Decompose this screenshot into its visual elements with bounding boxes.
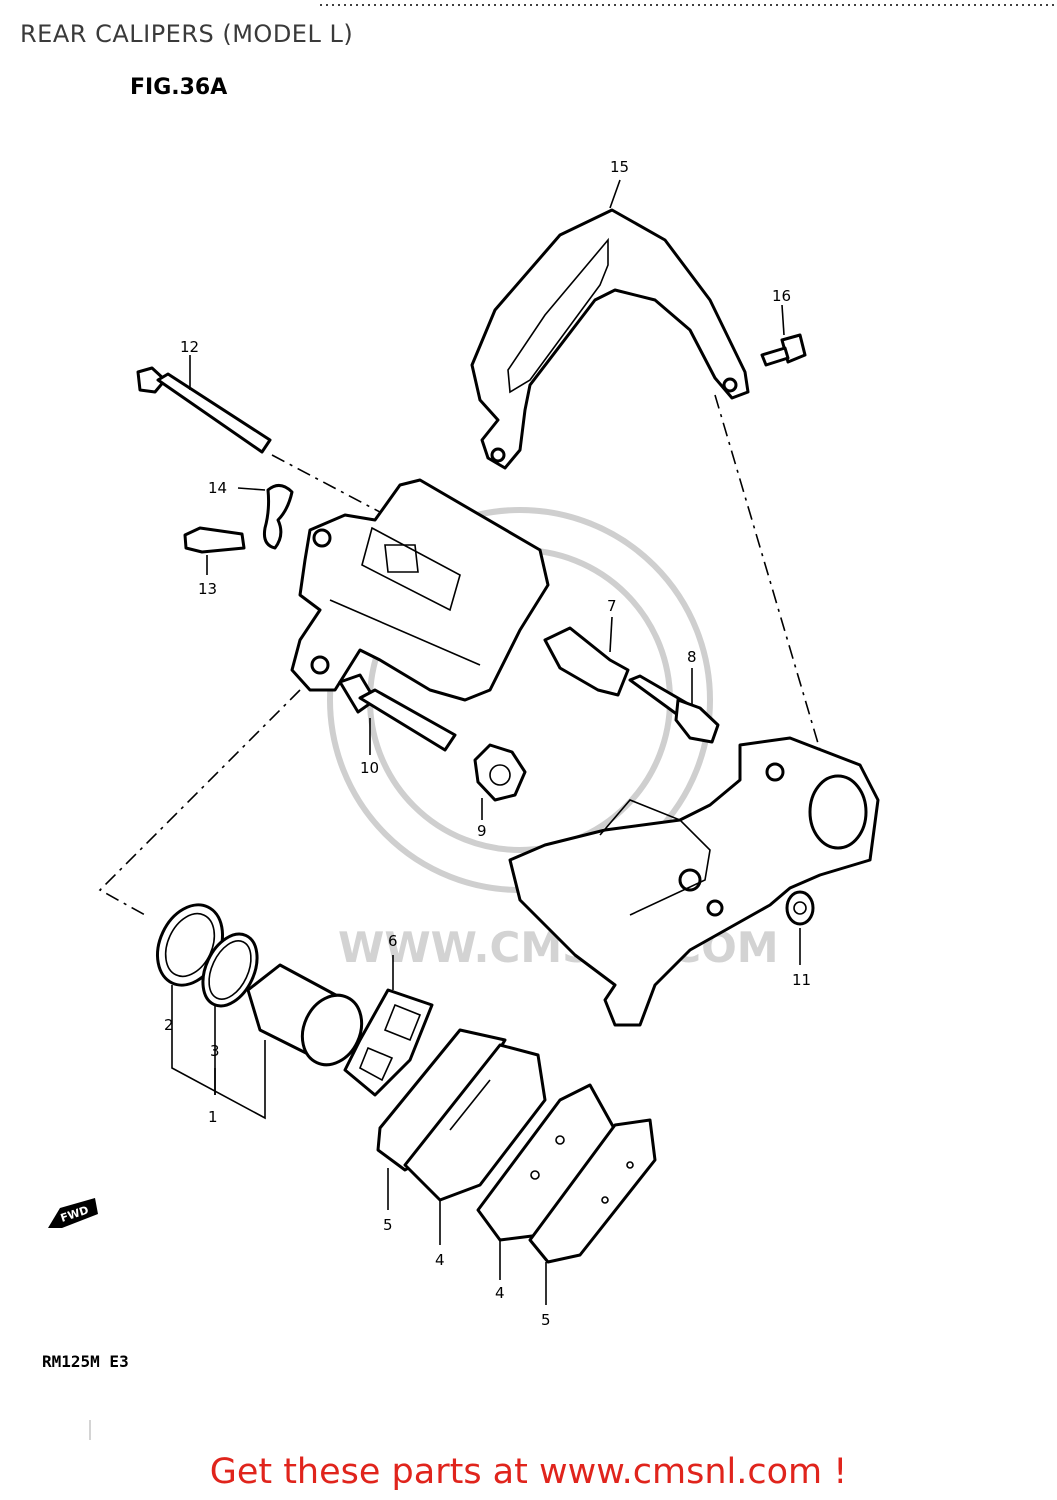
callout-labels: 1 2 3 4 4 5 5 6 7 8 9 10 11 12 13 14 15 … bbox=[164, 158, 811, 1329]
callout-6: 6 bbox=[388, 932, 398, 950]
part-13-bleeder bbox=[183, 526, 246, 554]
callout-13: 13 bbox=[198, 580, 217, 598]
buy-parts-link[interactable]: Get these parts at www.cmsnl.com ! bbox=[209, 1452, 848, 1492]
callout-8: 8 bbox=[687, 648, 697, 666]
part-10-pin bbox=[338, 673, 457, 752]
part-16-bolt bbox=[760, 333, 807, 367]
callout-5a: 5 bbox=[383, 1216, 393, 1234]
callout-3: 3 bbox=[210, 1042, 220, 1060]
parts-diagram: WWW.CMSNL.COM bbox=[48, 4, 1057, 1440]
callout-4b: 4 bbox=[495, 1284, 505, 1302]
callout-9: 9 bbox=[477, 822, 487, 840]
part-8-bolt bbox=[628, 674, 720, 744]
callout-14: 14 bbox=[208, 479, 227, 497]
callout-11: 11 bbox=[792, 971, 811, 989]
callout-1: 1 bbox=[208, 1108, 218, 1126]
part-14-clip bbox=[237, 484, 294, 550]
figure-label: FIG.36A bbox=[130, 75, 228, 100]
callout-16: 16 bbox=[772, 287, 791, 305]
caliper-bracket bbox=[508, 736, 880, 1027]
callout-12: 12 bbox=[180, 338, 199, 356]
part-3-seal bbox=[201, 932, 259, 1008]
part-7-sleeve bbox=[543, 626, 630, 697]
part-5-pad-spring-b bbox=[528, 1118, 657, 1264]
part-11-boot bbox=[785, 890, 815, 926]
part-12-pin bbox=[136, 366, 272, 454]
callout-2: 2 bbox=[164, 1016, 174, 1034]
caliper-body bbox=[290, 478, 550, 702]
callout-5b: 5 bbox=[541, 1311, 551, 1329]
callout-10: 10 bbox=[360, 759, 379, 777]
part-15-bracket bbox=[470, 208, 750, 470]
callout-4a: 4 bbox=[435, 1251, 445, 1269]
part-9-boot bbox=[473, 743, 527, 802]
piston bbox=[246, 963, 364, 1067]
fwd-arrow-icon: FWD bbox=[48, 1198, 98, 1228]
page-title: REAR CALIPERS (MODEL L) bbox=[20, 20, 354, 48]
part-6-shim bbox=[343, 988, 434, 1097]
model-code: RM125M E3 bbox=[42, 1352, 129, 1371]
callout-15: 15 bbox=[610, 158, 629, 176]
callout-7: 7 bbox=[607, 597, 617, 615]
